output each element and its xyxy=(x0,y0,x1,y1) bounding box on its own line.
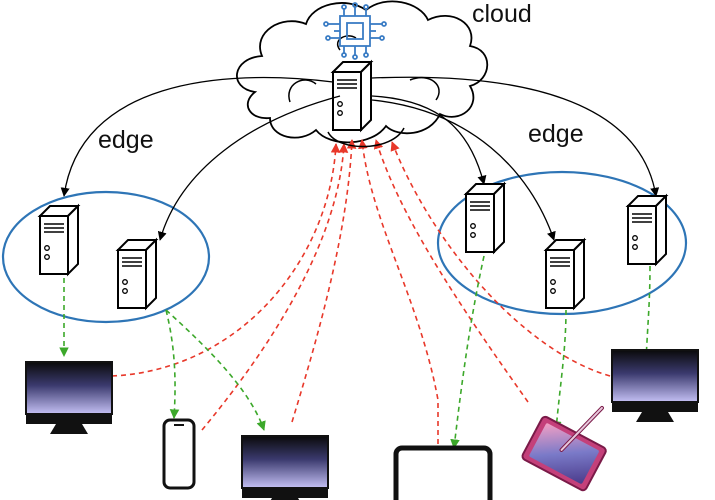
monitor-icon-left xyxy=(25,361,113,435)
tablet-with-stylus-icon xyxy=(521,405,607,492)
monitor-icon-center xyxy=(241,435,329,500)
cloud-red-hub-arc xyxy=(327,127,405,148)
cpu-chip-icon xyxy=(323,2,387,60)
edge-server-left-2 xyxy=(117,239,157,309)
cloud-edge-links xyxy=(60,76,660,241)
smartphone-icon xyxy=(162,418,196,490)
edge-cluster-left xyxy=(1,190,211,324)
edge-label-right: edge xyxy=(528,120,584,148)
cloud-label: cloud xyxy=(472,0,532,28)
edge-server-right-3 xyxy=(627,195,667,265)
monitor-icon-right xyxy=(611,349,699,423)
device-cloud-links xyxy=(111,139,611,444)
edge-label-left: edge xyxy=(98,126,154,154)
edge-device-links xyxy=(59,255,652,449)
edge-server-left-1 xyxy=(39,205,79,275)
tablet-icon xyxy=(393,445,493,500)
edge-server-right-1 xyxy=(465,183,505,253)
edge-server-right-2 xyxy=(545,239,585,309)
edge-cluster-right xyxy=(436,170,688,316)
